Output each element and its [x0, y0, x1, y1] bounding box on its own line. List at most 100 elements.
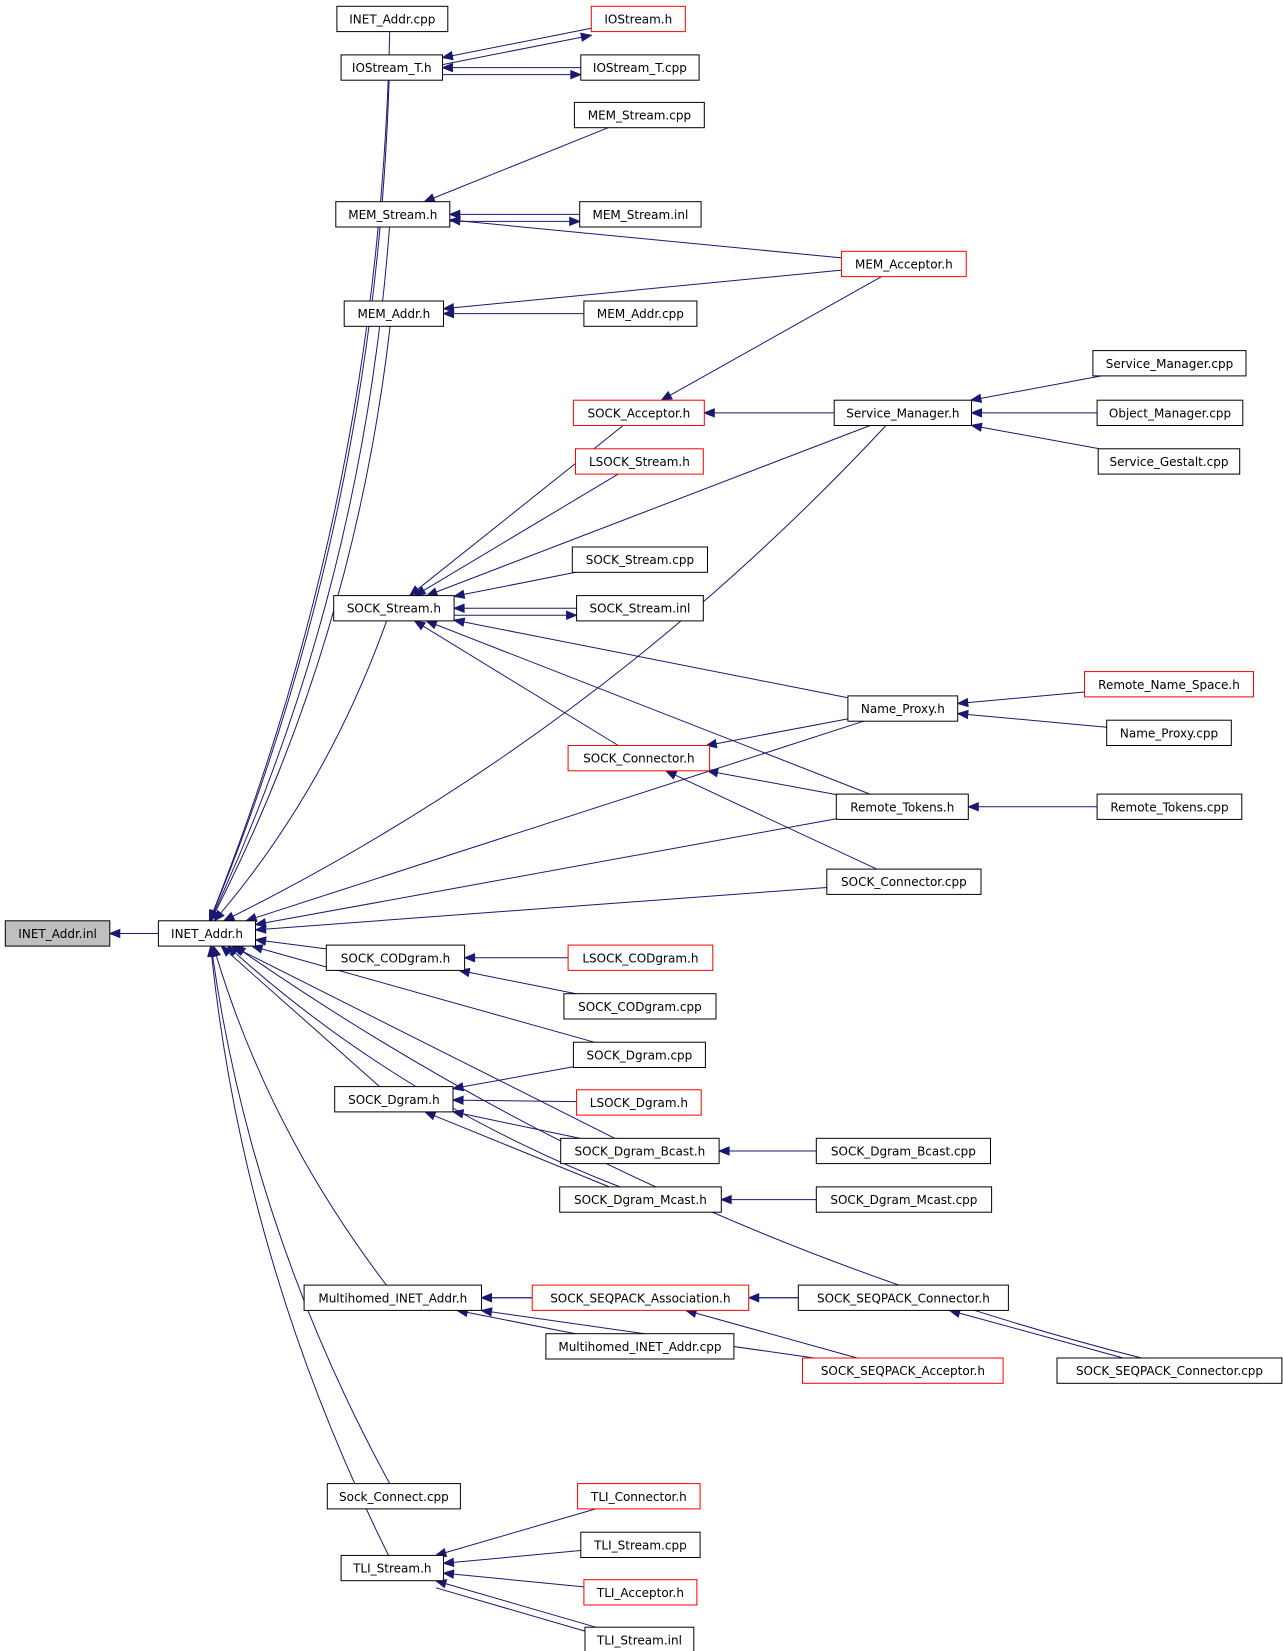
- file-node-sock-dgram-h[interactable]: SOCK_Dgram.h: [334, 1086, 454, 1113]
- node-box: [1096, 399, 1244, 427]
- node-box: [847, 695, 959, 722]
- file-node-remote-tokens-cpp[interactable]: Remote_Tokens.cpp: [1096, 793, 1243, 820]
- edge-TLI_Stream.cpp-to-TLI_Stream.h: [453, 1550, 581, 1563]
- file-node-iostream-h[interactable]: IOStream.h: [590, 5, 686, 33]
- arrowhead-SOCK_Dgram_Bcast.h: [717, 1146, 730, 1156]
- file-node-sock-codgram-h[interactable]: SOCK_CODgram.h: [325, 944, 466, 971]
- node-label: SOCK_Dgram.cpp: [587, 1048, 693, 1062]
- file-node-inet-addr-h[interactable]: INET_Addr.h: [157, 920, 256, 947]
- file-node-sock-seqpack-connector-cpp[interactable]: SOCK_SEQPACK_Connector.cpp: [1056, 1357, 1283, 1384]
- file-node-sock-connector-cpp[interactable]: SOCK_Connector.cpp: [826, 868, 982, 895]
- file-node-sock-stream-cpp[interactable]: SOCK_Stream.cpp: [571, 546, 708, 573]
- edge-Service_Gestalt.cpp-to-Service_Manager.h: [981, 426, 1100, 450]
- file-node-service-manager-cpp[interactable]: Service_Manager.cpp: [1092, 350, 1247, 377]
- node-label: TLI_Stream.cpp: [593, 1538, 687, 1552]
- file-node-sock-dgram-mcast-h[interactable]: SOCK_Dgram_Mcast.h: [559, 1186, 722, 1213]
- edge-Sock_Connect.cpp-to-INET_Addr.h: [212, 955, 391, 1484]
- file-node-sock-connect-cpp[interactable]: Sock_Connect.cpp: [326, 1483, 461, 1510]
- file-node-name-proxy-h[interactable]: Name_Proxy.h: [847, 695, 959, 722]
- node-label: MEM_Addr.h: [358, 307, 431, 321]
- file-node-name-proxy-cpp[interactable]: Name_Proxy.cpp: [1106, 719, 1232, 747]
- file-node-remote-name-space-h[interactable]: Remote_Name_Space.h: [1084, 671, 1254, 698]
- node-label: SOCK_SEQPACK_Acceptor.h: [821, 1364, 985, 1378]
- node-box: [333, 595, 455, 622]
- file-node-sock-dgram-cpp[interactable]: SOCK_Dgram.cpp: [572, 1041, 706, 1068]
- edge-SOCK_SEQPACK_Connector.cpp-to-SOCK_SEQPACK_Connector.h: [959, 1312, 1124, 1359]
- file-node-sock-seqpack-connector-h[interactable]: SOCK_SEQPACK_Connector.h: [797, 1284, 1009, 1311]
- arrowhead-SOCK_CODgram.h: [463, 953, 476, 963]
- node-box: [572, 399, 705, 427]
- arrowhead-SOCK_Stream.h: [413, 620, 427, 631]
- file-node-sock-codgram-cpp[interactable]: SOCK_CODgram.cpp: [563, 993, 717, 1020]
- edge-Service_Manager.h-to-INET_Addr.h: [232, 425, 887, 917]
- node-box: [815, 1137, 991, 1165]
- file-node-service-manager-h[interactable]: Service_Manager.h: [833, 399, 973, 427]
- arrowhead-MEM_Addr.h: [442, 303, 455, 313]
- file-node-multihomed-inet-addr-h[interactable]: Multihomed_INET_Addr.h: [303, 1284, 482, 1311]
- edge-SOCK_CODgram.cpp-to-SOCK_CODgram.h: [468, 971, 577, 995]
- node-box: [563, 993, 717, 1020]
- node-box: [325, 944, 466, 971]
- file-node-sock-seqpack-acceptor-h[interactable]: SOCK_SEQPACK_Acceptor.h: [802, 1357, 1004, 1384]
- file-node-tli-stream-h[interactable]: TLI_Stream.h: [340, 1554, 445, 1582]
- arrowhead-SOCK_Dgram.h: [423, 1111, 437, 1121]
- file-node-tli-connector-h[interactable]: TLI_Connector.h: [577, 1483, 701, 1510]
- file-node-mem-acceptor-h[interactable]: MEM_Acceptor.h: [841, 250, 967, 278]
- file-node-sock-seqpack-association-h[interactable]: SOCK_SEQPACK_Association.h: [531, 1284, 750, 1311]
- file-node-sock-dgram-bcast-cpp[interactable]: SOCK_Dgram_Bcast.cpp: [815, 1137, 991, 1165]
- file-node-lsock-stream-h[interactable]: LSOCK_Stream.h: [575, 448, 704, 475]
- file-node-mem-addr-cpp[interactable]: MEM_Addr.cpp: [583, 300, 698, 327]
- file-node-tli-stream-cpp[interactable]: TLI_Stream.cpp: [580, 1531, 701, 1558]
- node-label: TLI_Stream.h: [352, 1562, 431, 1576]
- edge-SOCK_Connector.h-to-SOCK_Stream.h: [422, 625, 619, 746]
- file-node-sock-stream-inl[interactable]: SOCK_Stream.inl: [576, 595, 704, 622]
- file-node-mem-stream-inl[interactable]: MEM_Stream.inl: [579, 201, 702, 228]
- node-label: IOStream.h: [604, 13, 672, 27]
- node-label: SOCK_Stream.cpp: [586, 553, 694, 567]
- file-node-iostream-t-cpp[interactable]: IOStream_T.cpp: [580, 54, 700, 81]
- file-node-mem-stream-h[interactable]: MEM_Stream.h: [335, 201, 451, 228]
- file-node-inet-addr-inl[interactable]: INET_Addr.inl: [4, 920, 111, 947]
- file-node-object-manager-cpp[interactable]: Object_Manager.cpp: [1096, 399, 1244, 427]
- node-box: [343, 300, 445, 327]
- file-node-lsock-dgram-h[interactable]: LSOCK_Dgram.h: [576, 1089, 702, 1116]
- arrowhead-Multihomed_INET_Addr.h: [480, 1307, 493, 1317]
- edge-Remote_Tokens.h-to-SOCK_Connector.h: [717, 772, 837, 796]
- edge-SOCK_CODgram.h-to-INET_Addr.h: [265, 940, 327, 950]
- file-node-lsock-codgram-h[interactable]: LSOCK_CODgram.h: [567, 944, 714, 971]
- arrowhead-SOCK_Connector.h: [706, 768, 719, 778]
- node-label: MEM_Stream.h: [348, 208, 437, 222]
- arrowhead-SOCK_Stream.h: [425, 587, 439, 597]
- file-node-sock-acceptor-h[interactable]: SOCK_Acceptor.h: [572, 399, 705, 427]
- arrowhead-IOStream_T.h: [441, 62, 453, 73]
- file-node-service-gestalt-cpp[interactable]: Service_Gestalt.cpp: [1097, 448, 1241, 475]
- file-node-remote-tokens-h[interactable]: Remote_Tokens.h: [835, 793, 969, 820]
- file-node-inet-addr-cpp[interactable]: INET_Addr.cpp: [336, 5, 449, 33]
- arrowhead-SOCK_SEQPACK_Association.h: [747, 1293, 760, 1303]
- node-box: [1096, 793, 1243, 820]
- file-node-mem-addr-h[interactable]: MEM_Addr.h: [343, 300, 445, 327]
- edge-MEM_Addr.h-to-INET_Addr.h: [214, 326, 391, 913]
- file-node-tli-acceptor-h[interactable]: TLI_Acceptor.h: [583, 1579, 698, 1606]
- node-box: [802, 1357, 1004, 1384]
- file-node-mem-stream-cpp[interactable]: MEM_Stream.cpp: [573, 101, 705, 129]
- node-label: SOCK_Acceptor.h: [587, 406, 690, 420]
- arrowhead-MEM_Stream.h: [423, 193, 436, 203]
- edge-Remote_Tokens.h-to-INET_Addr.h: [265, 818, 837, 924]
- file-node-tli-stream-inl[interactable]: TLI_Stream.inl: [584, 1626, 695, 1651]
- file-node-multihomed-inet-addr-cpp[interactable]: Multihomed_INET_Addr.cpp: [545, 1333, 735, 1360]
- file-node-sock-stream-h[interactable]: SOCK_Stream.h: [333, 595, 455, 622]
- arrowhead-SOCK_Acceptor.h: [660, 390, 673, 401]
- node-box: [573, 101, 705, 129]
- node-label: Service_Manager.h: [846, 406, 959, 420]
- node-label: SOCK_Dgram_Bcast.h: [575, 1145, 706, 1159]
- node-label: MEM_Addr.cpp: [597, 307, 684, 321]
- file-node-sock-connector-h[interactable]: SOCK_Connector.h: [567, 745, 711, 772]
- node-label: MEM_Stream.inl: [593, 208, 689, 222]
- file-node-sock-dgram-mcast-cpp[interactable]: SOCK_Dgram_Mcast.cpp: [815, 1186, 993, 1213]
- file-node-sock-dgram-bcast-h[interactable]: SOCK_Dgram_Bcast.h: [560, 1137, 720, 1165]
- arrowhead-SOCK_Dgram.h: [451, 1082, 465, 1092]
- file-node-iostream-t-h[interactable]: IOStream_T.h: [340, 54, 444, 81]
- edge-TLI_Stream.inl-to-TLI_Stream.h: [445, 1583, 596, 1628]
- edge-Multihomed_INET_Addr.cpp-to-Multihomed_INET_Addr.h: [467, 1311, 576, 1335]
